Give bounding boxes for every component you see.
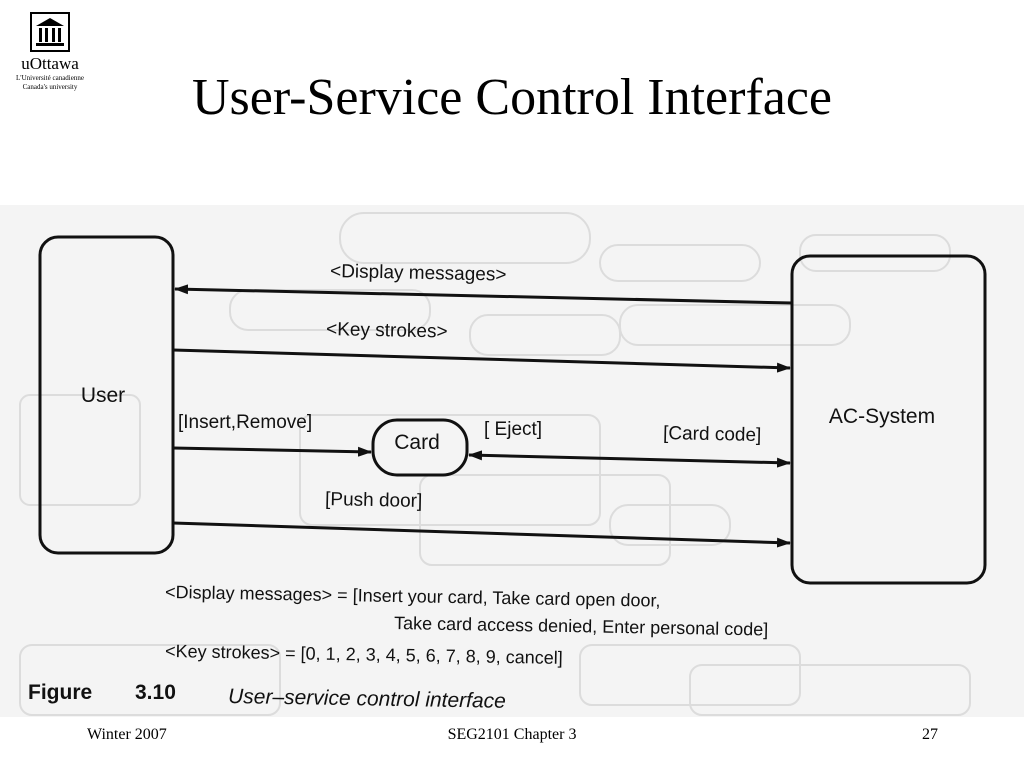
figure-caption-number: 3.10 — [135, 681, 176, 704]
university-logo: uOttawa L'Université canadienne Canada's… — [10, 12, 90, 102]
push-door-arrow — [172, 521, 791, 548]
eject-label: [ Eject] — [484, 419, 542, 440]
user-node — [38, 235, 175, 555]
key-strokes-label: <Key strokes> — [326, 319, 448, 343]
logo-tagline-fr: L'Université canadienne — [16, 74, 84, 82]
card-node-label: Card — [394, 431, 440, 454]
background-ghost-shapes — [19, 212, 971, 716]
card-code-label: [Card code] — [663, 423, 762, 446]
display-definition-line2: Take card access denied, Enter personal … — [394, 613, 769, 640]
logo-tagline-en: Canada's university — [22, 83, 78, 91]
user-node-label: User — [81, 384, 125, 407]
card-node — [371, 418, 469, 477]
figure-caption-text: User–service control interface — [228, 685, 506, 713]
ac-system-node-label: AC-System — [829, 405, 935, 428]
figure-scan: User AC-System Card <Display messages> <… — [0, 205, 1024, 717]
display-messages-arrow — [174, 284, 793, 305]
key-strokes-definition: <Key strokes> = [0, 1, 2, 3, 4, 5, 6, 7,… — [165, 641, 563, 668]
slide-title: User-Service Control Interface — [192, 69, 832, 126]
display-messages-label: <Display messages> — [330, 261, 507, 286]
display-definition-line1: <Display messages> = [Insert your card, … — [165, 582, 661, 611]
page-number: 27 — [922, 726, 938, 743]
footer-center: SEG2101 Chapter 3 — [447, 726, 577, 743]
control-interface-diagram: User AC-System Card <Display messages> <… — [19, 212, 987, 716]
key-strokes-arrow — [172, 348, 791, 373]
building-icon — [30, 12, 70, 52]
figure-caption-label: Figure — [28, 681, 92, 704]
insert-remove-label: [Insert,Remove] — [178, 412, 312, 433]
footer-left: Winter 2007 — [87, 726, 167, 743]
card-system-arrow — [468, 450, 791, 468]
push-door-label: [Push door] — [325, 489, 423, 512]
ac-system-node — [790, 254, 987, 585]
logo-wordmark: uOttawa — [21, 54, 79, 73]
insert-remove-arrow — [172, 446, 372, 457]
